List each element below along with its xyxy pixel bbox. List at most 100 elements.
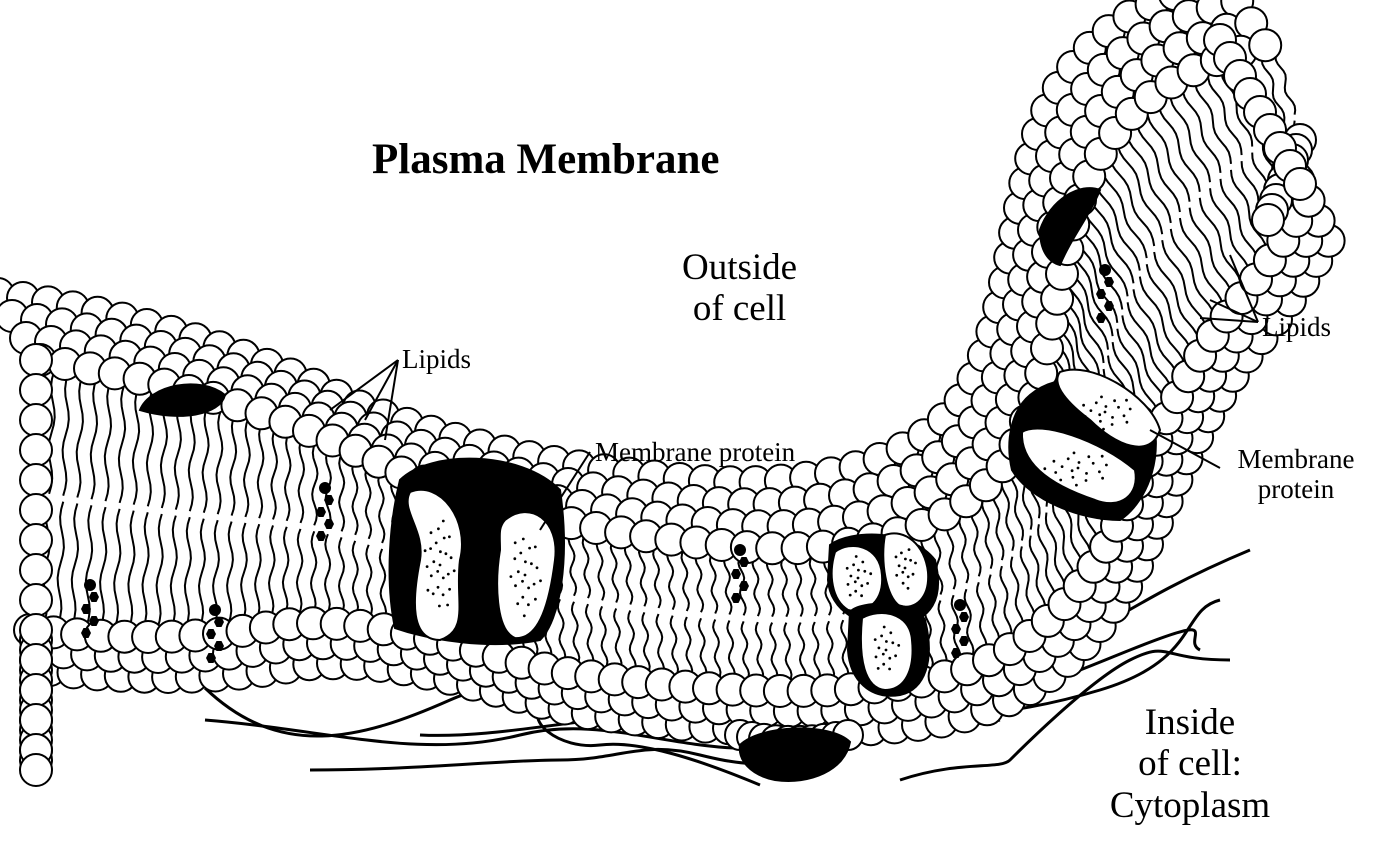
lipid-tail: [1101, 163, 1147, 258]
lipid-tail: [959, 514, 968, 583]
lipid-tail: [143, 512, 149, 628]
protein-dot: [513, 557, 516, 560]
protein-dot: [850, 575, 853, 578]
lipid-tail: [299, 437, 304, 523]
lipid-tail: [1030, 536, 1045, 615]
lipid-tail: [753, 557, 760, 616]
membrane-protein-right-line-1: Membrane: [1220, 444, 1372, 474]
protein-dot: [907, 575, 910, 578]
protein-dot: [888, 668, 891, 671]
lipid-tail: [965, 589, 974, 658]
protein-dot: [1090, 409, 1093, 412]
protein-dot: [426, 565, 429, 568]
lipid-tail: [583, 535, 590, 598]
protein-dot: [883, 626, 886, 629]
lipid-tail: [982, 496, 992, 568]
lipid-tail: [1000, 566, 1011, 640]
protein-dot: [1088, 423, 1091, 426]
protein-dot: [880, 635, 883, 638]
lipid-tail: [105, 381, 111, 501]
protein-dot: [533, 583, 536, 586]
protein-dot: [855, 555, 858, 558]
cholesterol-ring: [89, 592, 99, 602]
lipid-tail: [569, 532, 576, 596]
protein-dot: [1053, 460, 1056, 463]
protein-body: [740, 728, 850, 781]
protein-dot: [448, 588, 451, 591]
lipid-tail: [827, 621, 834, 681]
lipid-tail: [283, 527, 289, 616]
lipid-tail: [91, 379, 97, 500]
protein-dot: [1082, 404, 1085, 407]
protein-dot: [1061, 465, 1064, 468]
lipid-tail: [989, 575, 999, 647]
protein-dot: [860, 594, 863, 597]
protein-dot: [522, 538, 525, 541]
protein-dot: [450, 556, 453, 559]
lipid-tail: [258, 422, 264, 518]
lipid-tail: [63, 374, 69, 496]
protein-dot: [1126, 421, 1129, 424]
protein-dot: [895, 556, 898, 559]
protein-dot: [1085, 472, 1088, 475]
cholesterol-ring: [731, 569, 741, 579]
protein-dot: [442, 520, 445, 523]
protein-dot: [427, 589, 430, 592]
lipid-tail: [1140, 277, 1186, 372]
protein-dot: [524, 574, 527, 577]
lipid-tail: [77, 376, 83, 497]
cholesterol-head: [1099, 264, 1111, 276]
lipids-label-left: Lipids: [402, 344, 471, 374]
lipid-tail: [58, 502, 64, 624]
lipid-head: [20, 674, 52, 706]
protein-dot: [907, 587, 910, 590]
lipid-tail: [352, 459, 357, 534]
protein-dot: [888, 657, 891, 660]
cholesterol-ring: [959, 612, 969, 622]
lipid-tail: [558, 599, 565, 663]
lipid-tail: [611, 540, 618, 602]
protein-dot: [891, 641, 894, 644]
lipid-tail: [185, 517, 191, 627]
protein-dot: [1111, 416, 1114, 419]
protein-dot: [437, 527, 440, 530]
lipid-head: [20, 464, 52, 496]
lipid-tail: [241, 523, 247, 622]
cholesterol-ring: [324, 519, 334, 529]
protein-dot: [882, 663, 885, 666]
lipid-tail: [244, 418, 250, 517]
protein-dot: [882, 653, 885, 656]
protein-dot: [448, 535, 451, 538]
lipid-tail: [100, 507, 106, 627]
lipid-tail: [227, 522, 233, 624]
lipid-tail: [217, 409, 223, 514]
lipid-tail: [767, 557, 774, 616]
lipid-head: [20, 374, 52, 406]
protein-dot: [1102, 428, 1105, 431]
protein-dot: [523, 614, 526, 617]
protein-dot: [898, 564, 901, 567]
protein-subunit: [861, 613, 913, 690]
protein-dot: [904, 558, 907, 561]
lipid-tail: [128, 511, 134, 628]
lipid-head: [20, 614, 52, 646]
protein-dot: [1105, 405, 1108, 408]
lipid-tail: [671, 616, 678, 677]
protein-dot: [1085, 479, 1088, 482]
lipid-head: [20, 584, 52, 616]
lipid-head: [20, 494, 52, 526]
protein-dot: [436, 570, 439, 573]
protein-dot: [534, 546, 537, 549]
protein-dot: [442, 593, 445, 596]
lipid-tail: [756, 622, 763, 681]
lipid-tail: [642, 612, 649, 674]
lipid-tail: [586, 604, 593, 667]
protein-dot: [1092, 462, 1095, 465]
protein-dot: [528, 547, 531, 550]
protein-dot: [1101, 455, 1104, 458]
protein-dot: [1054, 471, 1057, 474]
protein-dot: [902, 582, 905, 585]
protein-dot: [516, 602, 519, 605]
protein-dot: [446, 604, 449, 607]
protein-dot: [885, 640, 888, 643]
